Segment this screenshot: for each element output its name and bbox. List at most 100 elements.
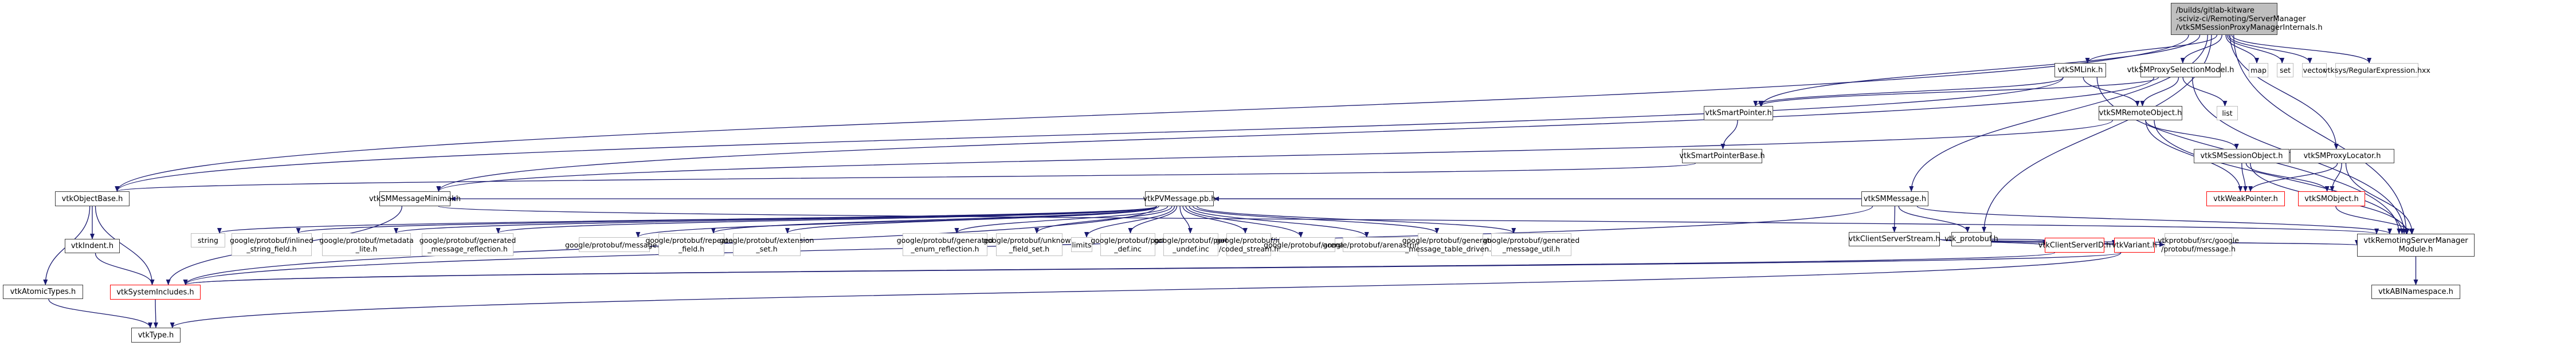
node-protobuf-metadata-lite: google/protobuf/metadata _lite.h: [319, 233, 414, 256]
node-set: set: [2277, 63, 2293, 77]
edge-atomic-to-type: [48, 298, 153, 328]
edge-pvmessage-to-genenum: [954, 206, 1169, 234]
node-list: list: [2217, 106, 2238, 120]
edge-smmessage-to-rsmmodule: [1916, 206, 2392, 234]
node-protobuf-port-def: google/protobuf/port _def.inc: [1091, 233, 1165, 256]
node-vtkindent[interactable]: vtkIndent.h: [65, 239, 120, 253]
node-protobuf-inlined-string-field: google/protobuf/inlined _string_field.h: [230, 233, 313, 256]
node-protobuf-repeated-field: google/protobuf/repeated _field.h: [645, 233, 738, 256]
edge-pvmessage-to-genutil: [1197, 206, 1516, 234]
edge-smremote-to-smmsgmin: [436, 120, 2113, 192]
node-protobuf-message: google/protobuf/message.h: [565, 237, 664, 252]
node-vtktype[interactable]: vtkType.h: [131, 328, 181, 343]
edge-smproxyloc-to-smobject: [2330, 163, 2342, 192]
edge-smremote-to-smsession: [2145, 120, 2239, 150]
node-protobuf-generated-message-util: google/protobuf/generated _message_util.…: [1483, 233, 1579, 256]
edge-variant-to-type: [170, 252, 2122, 328]
node-vtksmartpointer[interactable]: vtkSmartPointer.h: [1704, 106, 1773, 120]
node-protobuf-port-undef: google/protobuf/port _undef.inc: [1154, 233, 1228, 256]
node-protobuf-generated-message-reflection: google/protobuf/generated _message_refle…: [419, 233, 516, 256]
node-regular-expression: vtksys/RegularExpression.hxx: [2323, 63, 2430, 77]
edge-pvmessage-to-arena: [1185, 206, 1303, 238]
node-vtk-protobuf[interactable]: vtk_protobuf.h: [1944, 232, 1998, 246]
edge-indent-to-sysincl: [95, 253, 155, 285]
node-vtkclientserverstream[interactable]: vtkClientServerStream.h: [1849, 232, 1940, 246]
edge-pvmessage-to-genmsgrefl: [496, 206, 1157, 234]
edge-pvmessage-to-arenastring: [1189, 206, 1369, 238]
node-vtkremotingservermanagermodule[interactable]: vtkRemotingServerManager Module.h: [2357, 234, 2475, 257]
edge-root-to-map: [2225, 34, 2259, 64]
edge-pvmessage-to-limits: [1084, 206, 1175, 238]
edge-smproxysel-to-smremote: [2140, 77, 2179, 107]
edge-smproxysel-to-list: [2182, 77, 2228, 107]
edge-smsession-to-smobject: [2245, 163, 2330, 192]
edge-objectbase-to-sysincl: [95, 206, 155, 285]
edge-pvmessage-to-gentable: [1193, 206, 1440, 234]
edge-smmsgmin-to-rsmmodule: [438, 206, 2378, 234]
edge-sysincl-to-type: [153, 299, 158, 328]
edge-smremote-to-weakptr: [2145, 120, 2243, 192]
edge-pvmessage-to-metadata: [394, 206, 1157, 234]
edge-smlink-to-smremote: [2083, 77, 2140, 107]
edge-smobject-to-rsmmodule: [2335, 206, 2414, 234]
node-protobuf-arena: google/protobuf/arena.h: [1264, 237, 1351, 252]
node-vtkvariant[interactable]: vtkVariant.h: [2112, 238, 2157, 253]
node-vtkatomictypes[interactable]: vtkAtomicTypes.h: [3, 285, 83, 299]
edge-smsession-to-weakptr: [2241, 163, 2248, 192]
node-vtksmsessionobject[interactable]: vtkSMSessionObject.h: [2194, 149, 2289, 163]
node-vtksmremoteobject[interactable]: vtkSMRemoteObject.h: [2099, 106, 2182, 120]
node-vtkclientserverid[interactable]: vtkClientServerID.h: [2038, 238, 2111, 253]
node-vtksmobject[interactable]: vtkSMObject.h: [2298, 191, 2365, 206]
node-vtkweakpointer[interactable]: vtkWeakPointer.h: [2206, 191, 2285, 206]
edge-csstream-to-variant: [1939, 238, 2116, 246]
edge-root-to-smproxysel: [2180, 34, 2222, 64]
edge-smproxyloc-to-rsmmodule: [2345, 163, 2415, 234]
edge-root-to-smartptr: [1759, 34, 2201, 107]
node-vtksmmessage[interactable]: vtkSMMessage.h: [1861, 191, 1928, 206]
edge-pvmessage-to-repeated: [711, 206, 1157, 234]
edge-pvmessage-to-extension: [785, 206, 1159, 234]
node-protobuf-generated-enum-reflection: google/protobuf/generated _enum_reflecti…: [897, 233, 993, 256]
edge-root-to-set: [2226, 34, 2285, 64]
node-protobuf-generated-message-table-driven: google/protobuf/generated _message_table…: [1402, 233, 1499, 256]
node-limits: limits: [1071, 237, 1092, 252]
node-root-file: /builds/gitlab-kitware -sciviz-ci/Remoti…: [2171, 3, 2323, 35]
edge-smproxysel-to-smmsgmin: [436, 77, 2154, 192]
edge-root-to-objectbase: [115, 34, 2189, 192]
edge-smmessage-to-vtkprotobuf: [1898, 206, 1970, 233]
edge-variant-to-sysincl: [183, 252, 2122, 285]
edge-root-to-regex: [2231, 34, 2372, 64]
edge-smlink-to-smartptr: [1753, 77, 2064, 107]
node-vector: vector: [2302, 63, 2327, 77]
node-protobuf-coded-stream: google/protobuf/io /coded_stream.h: [1216, 233, 1282, 256]
edge-smproxysel-to-smartptr: [1758, 77, 2159, 107]
edge-root-to-rsmmodule: [2233, 34, 2409, 234]
node-vtkprotobuf-message: vtkprotobuf/src/google /protobuf/message…: [2158, 233, 2239, 256]
edge-pvmessage-to-coded: [1182, 206, 1248, 234]
edge-pvmessage-to-portdef: [1128, 206, 1178, 234]
edge-smartptrbase-to-objectbase: [115, 163, 1696, 192]
node-vtksmlink[interactable]: vtkSMLink.h: [2054, 63, 2106, 77]
edge-smremote-to-rsmmodule: [2154, 120, 2405, 234]
node-map: map: [2249, 63, 2268, 77]
node-vtksmproxyselectionmodel[interactable]: vtkSMProxySelectionModel.h: [2127, 63, 2234, 77]
node-vtkabinamespace[interactable]: vtkABINamespace.h: [2371, 285, 2460, 299]
edge-root-to-smproxyloc: [2229, 34, 2339, 150]
node-vtksmartpointerbase[interactable]: vtkSmartPointerBase.h: [1679, 149, 1765, 163]
node-vtkpvmessage-pb[interactable]: vtkPVMessage.pb.h: [1143, 191, 1216, 206]
edge-pvmessage-to-unknown: [1034, 206, 1173, 234]
edge-smproxyloc-to-weakptr: [2248, 163, 2338, 192]
edge-root-to-vector: [2228, 34, 2312, 64]
node-protobuf-unknown-field-set: google/protobuf/unknown _field_set.h: [983, 233, 1075, 256]
edge-smlink-to-objectbase: [115, 77, 2064, 192]
node-vtkobjectbase[interactable]: vtkObjectBase.h: [55, 191, 130, 206]
node-vtksmmessageminimal[interactable]: vtkSMMessageMinimal.h: [369, 191, 461, 206]
node-protobuf-arenastring: google/protobuf/arenastring.h: [1323, 237, 1430, 252]
edge-pvmessage-to-gpmessage: [636, 206, 1157, 238]
node-vtksmproxylocator[interactable]: vtkSMProxyLocator.h: [2290, 149, 2394, 163]
node-vtksystemincludes[interactable]: vtkSystemIncludes.h: [110, 285, 201, 300]
edge-smartptr-to-smartptrbase: [1720, 120, 1738, 150]
node-string: string: [191, 233, 225, 247]
edge-pvmessage-to-portundef: [1179, 206, 1193, 234]
